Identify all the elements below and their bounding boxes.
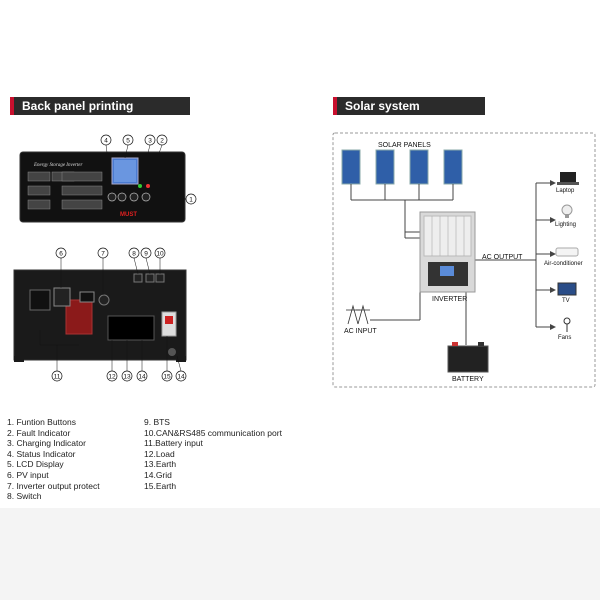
legend-item: 12.Load (144, 448, 175, 459)
solar-panel-icons (341, 149, 463, 185)
fan-icon (563, 317, 571, 332)
legend-item: 6. PV input (7, 469, 49, 480)
legend-item: 1. Funtion Buttons (7, 417, 76, 427)
callout-1: 1 (189, 197, 193, 204)
legend-right: 9. BTS 10.CAN&RS485 communication port 1… (144, 417, 282, 491)
callout-8: 8 (132, 251, 136, 258)
front-panel-title: Energy Storage Inverter (33, 163, 82, 168)
callout-13: 13 (123, 374, 131, 381)
brand-logo: MUST (120, 212, 137, 218)
load-fans: Fans (558, 335, 572, 341)
callout-4: 4 (104, 138, 108, 145)
load-lighting: Lighting (555, 222, 577, 228)
inverter-label: INVERTER (432, 296, 468, 303)
callout-14b: 14 (177, 374, 185, 381)
tv-icon (557, 282, 577, 296)
ac-input-label: AC INPUT (344, 328, 377, 335)
callout-5: 5 (126, 138, 130, 145)
legend-item: 3. Charging Indicator (7, 438, 86, 449)
callout-15: 15 (163, 374, 171, 381)
callout-14: 14 (138, 374, 146, 381)
legend-item: 8. Switch (7, 491, 42, 502)
legend-left: 1. Funtion Buttons 2. Fault Indicator 3.… (7, 417, 100, 502)
legend-item: 7. Inverter output protect (7, 480, 100, 491)
load-air-conditioner: Air-conditioner (544, 261, 583, 267)
transmission-tower-icon (346, 304, 370, 325)
legend-item: 15.Earth (144, 480, 177, 491)
solar-connection-header: Solar system connection (333, 97, 485, 131)
callout-11: 11 (54, 374, 61, 381)
ac-output-label: AC OUTPUT (482, 254, 523, 261)
legend-item: 11.Battery input (144, 438, 203, 449)
callout-6: 6 (59, 251, 63, 258)
callout-10: 10 (156, 251, 164, 258)
battery-icon (447, 342, 489, 373)
battery-label: BATTERY (452, 376, 484, 383)
legend-item: 2. Fault Indicator (7, 427, 71, 438)
callout-9: 9 (144, 251, 148, 258)
legend-item: 10.CAN&RS485 communication port (144, 427, 282, 438)
back-panel-header: Back panel printing description (10, 97, 190, 131)
load-laptop: Laptop (556, 188, 575, 194)
laptop-icon (557, 172, 579, 185)
inverter-icon (419, 211, 476, 293)
callout-3: 3 (148, 138, 152, 145)
legend-item: 4. Status Indicator (7, 448, 76, 459)
legend-item: 5. LCD Display (7, 459, 64, 470)
legend-item: 9. BTS (144, 417, 170, 427)
front-panel-illustration: Energy Storage Inverter MUST 4 5 3 2 1 (13, 134, 197, 382)
air-conditioner-icon (555, 247, 579, 257)
legend-item: 14.Grid (144, 469, 172, 480)
load-tv: TV (562, 298, 570, 304)
bottom-band (0, 508, 600, 600)
callout-12: 12 (108, 374, 116, 381)
solar-panels-label: SOLAR PANELS (378, 142, 431, 149)
callout-7: 7 (101, 251, 105, 258)
lighting-icon (561, 204, 573, 218)
callout-2: 2 (160, 138, 164, 145)
legend-item: 13.Earth (144, 459, 177, 470)
